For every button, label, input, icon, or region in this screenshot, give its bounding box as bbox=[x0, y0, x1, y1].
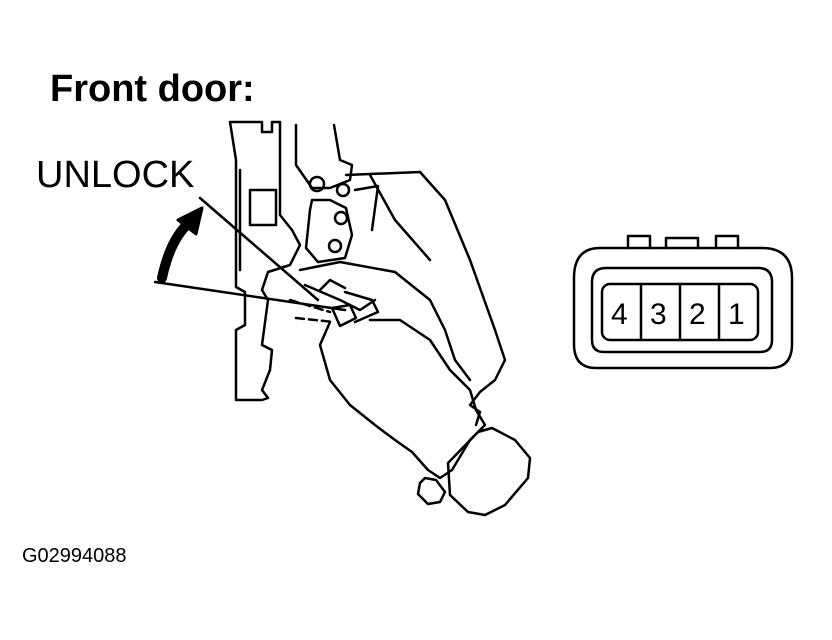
pin-label: 3 bbox=[650, 298, 667, 331]
connector-pin-labels: 4 3 2 1 bbox=[611, 298, 745, 331]
unlock-arrow bbox=[153, 196, 347, 312]
pin-label: 4 bbox=[611, 298, 628, 331]
arrow-head-icon bbox=[176, 206, 204, 236]
pin-label: 2 bbox=[689, 298, 706, 331]
unlock-label: UNLOCK bbox=[36, 154, 195, 196]
figure-code: G02994088 bbox=[22, 545, 127, 567]
connector-plug bbox=[318, 318, 532, 517]
figure-title: Front door: bbox=[50, 68, 255, 110]
pin-label: 1 bbox=[728, 298, 745, 331]
latch-plate bbox=[228, 120, 302, 402]
lock-actuator bbox=[288, 123, 507, 427]
connector-face bbox=[572, 234, 794, 370]
